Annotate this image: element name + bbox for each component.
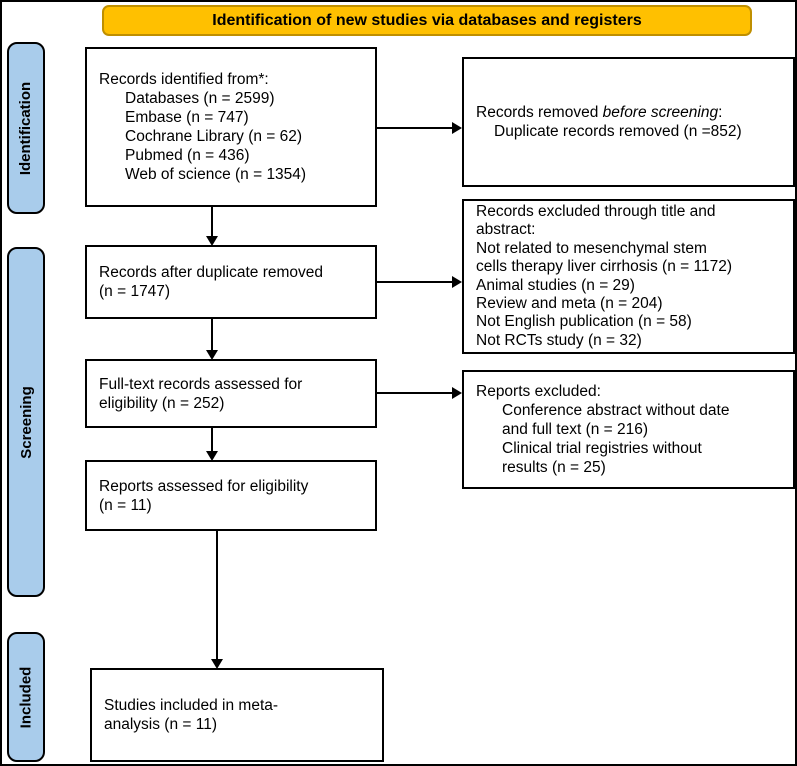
arrow-identified-to-removed-head <box>452 122 462 134</box>
records-removed-prefix: Records removed <box>476 104 603 121</box>
arrow-identified-to-afterduplicate-line <box>211 207 213 237</box>
arrow-afterduplicate-to-fulltext-head <box>206 350 218 360</box>
studies-included-text: Studies included in meta- analysis (n = … <box>104 697 279 733</box>
arrow-afterduplicate-to-fulltext-line <box>211 319 213 351</box>
stage-screening-label: Screening <box>17 385 35 459</box>
records-removed-italic: before screening <box>602 104 719 121</box>
arrow-fulltext-to-reportsexcluded-line <box>377 392 454 394</box>
stage-screening: Screening <box>7 247 45 597</box>
box-records-after-duplicate: Records after duplicate removed (n = 174… <box>85 245 377 319</box>
arrow-fulltext-to-reportsassessed-head <box>206 451 218 461</box>
arrow-afterduplicate-to-excluded-line <box>377 281 454 283</box>
records-removed-suffix: : <box>718 104 723 121</box>
arrow-identified-to-removed-line <box>377 127 454 129</box>
arrow-reportsassessed-to-included-line <box>216 531 218 660</box>
records-identified-items: Databases (n = 2599) Embase (n = 747) Co… <box>125 90 307 183</box>
box-studies-included: Studies included in meta- analysis (n = … <box>90 668 384 762</box>
records-removed-title: Records removed before screening: <box>476 103 789 122</box>
arrow-fulltext-to-reportsassessed-line <box>211 428 213 452</box>
records-identified-title: Records identified from*: <box>99 71 269 88</box>
box-excluded-title-abstract: Records excluded through title and abstr… <box>462 199 795 354</box>
reports-assessed-text: Reports assessed for eligibility (n = 11… <box>99 477 309 514</box>
arrow-identified-to-afterduplicate-head <box>206 236 218 246</box>
box-reports-excluded: Reports excluded: Conference abstract wi… <box>462 370 795 489</box>
reports-excluded-detail: Conference abstract without date and ful… <box>502 402 730 476</box>
records-removed-detail: Duplicate records removed (n =852) <box>494 123 742 140</box>
arrow-reportsassessed-to-included-head <box>211 659 223 669</box>
box-fulltext-assessed: Full-text records assessed for eligibili… <box>85 359 377 428</box>
records-after-duplicate-text: Records after duplicate removed (n = 174… <box>99 264 324 300</box>
arrow-afterduplicate-to-excluded-head <box>452 276 462 288</box>
stage-included: Included <box>7 632 45 762</box>
arrow-fulltext-to-reportsexcluded-head <box>452 387 462 399</box>
fulltext-assessed-text: Full-text records assessed for eligibili… <box>99 375 303 412</box>
banner-label: Identification of new studies via databa… <box>212 11 642 29</box>
stage-identification: Identification <box>7 42 45 214</box>
banner: Identification of new studies via databa… <box>102 5 752 36</box>
stage-identification-label: Identification <box>17 81 35 175</box>
excluded-title-abstract-text: Records excluded through title and abstr… <box>476 202 732 349</box>
box-records-removed: Records removed before screening: Duplic… <box>462 57 795 187</box>
reports-excluded-title: Reports excluded: <box>476 383 601 400</box>
stage-included-label: Included <box>17 666 35 728</box>
box-reports-assessed: Reports assessed for eligibility (n = 11… <box>85 460 377 531</box>
box-records-identified: Records identified from*: Databases (n =… <box>85 47 377 207</box>
